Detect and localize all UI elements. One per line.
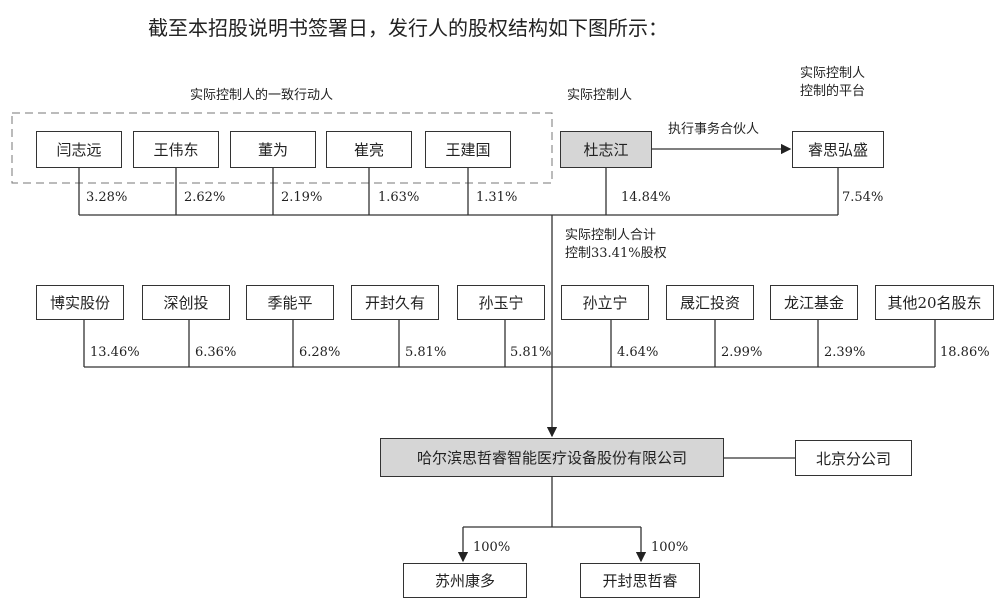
shareholder-box: 王伟东 (133, 131, 219, 168)
shareholder-box: 孙立宁 (561, 285, 649, 320)
shareholder-box: 季能平 (246, 285, 334, 320)
pct-label: 3.28% (86, 190, 128, 205)
pct-label: 13.46% (90, 345, 140, 360)
shareholder-box: 孙玉宁 (457, 285, 545, 320)
pct-label: 2.39% (824, 345, 866, 360)
controller-box: 杜志江 (560, 131, 652, 168)
pct-label: 5.81% (510, 345, 552, 360)
pct-label: 14.84% (621, 190, 671, 205)
platform-label-1: 实际控制人 (800, 66, 866, 81)
concert-label: 实际控制人的一致行动人 (190, 88, 334, 103)
pct-label: 1.31% (476, 190, 518, 205)
shareholder-box: 王建国 (425, 131, 511, 168)
pct-label: 5.81% (405, 345, 447, 360)
pct-label: 2.62% (184, 190, 226, 205)
pct-label: 7.54% (842, 190, 884, 205)
shareholder-box: 崔亮 (326, 131, 412, 168)
platform-box: 睿思弘盛 (792, 131, 884, 168)
pct-label: 100% (651, 540, 689, 555)
company-box: 哈尔滨思哲睿智能医疗设备股份有限公司 (380, 438, 724, 477)
page-title: 截至本招股说明书签署日，发行人的股权结构如下图所示： (148, 16, 668, 40)
concert-group-dashed-box (11, 112, 553, 184)
shareholder-box: 晟汇投资 (666, 285, 754, 320)
shareholder-box: 闫志远 (36, 131, 122, 168)
branch-box: 北京分公司 (795, 440, 912, 476)
subsidiary-box: 苏州康多 (403, 563, 527, 598)
platform-label-2: 控制的平台 (800, 84, 866, 99)
shareholder-box: 董为 (230, 131, 316, 168)
pct-label: 4.64% (617, 345, 659, 360)
pct-label: 2.99% (721, 345, 763, 360)
shareholder-box: 龙江基金 (770, 285, 858, 320)
shareholder-box: 博实股份 (36, 285, 124, 320)
shareholder-box: 其他20名股东 (875, 285, 994, 320)
pct-label: 2.19% (281, 190, 323, 205)
shareholder-box: 开封久有 (351, 285, 439, 320)
pct-label: 18.86% (940, 345, 990, 360)
controller-label: 实际控制人 (567, 88, 633, 103)
total-label-2: 控制33.41%股权 (565, 246, 667, 261)
total-label-1: 实际控制人合计 (565, 228, 657, 243)
subsidiary-box: 开封思哲睿 (580, 563, 700, 598)
pct-label: 6.28% (299, 345, 341, 360)
shareholder-box: 深创投 (142, 285, 230, 320)
pct-label: 100% (473, 540, 511, 555)
pct-label: 1.63% (378, 190, 420, 205)
gp-label: 执行事务合伙人 (668, 122, 760, 137)
pct-label: 6.36% (195, 345, 237, 360)
